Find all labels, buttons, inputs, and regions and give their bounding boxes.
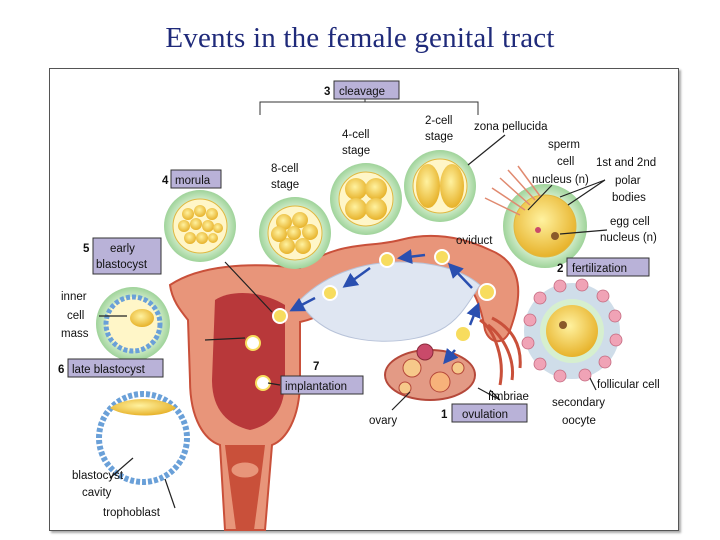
leader-lines (99, 134, 608, 509)
stage-cleavage: 3 cleavage (324, 80, 400, 100)
stage-early-blastocyst: 5 early blastocyst (83, 237, 162, 275)
path-cells (245, 249, 496, 391)
eight-cell-label-1: 8-cell (271, 163, 298, 175)
stage-4-number: 4 (162, 175, 169, 187)
annotations: 2-cell stage 4-cell stage 8-cell stage z… (61, 115, 660, 519)
stage-implantation: 7 implantation (280, 361, 364, 395)
egg-nucleus-label-2: nucleus (n) (600, 232, 657, 244)
four-cell-label-1: 4-cell (342, 129, 369, 141)
stage-1-label: ovulation (462, 409, 508, 421)
inner-cell-mass-label-1: inner (61, 291, 87, 303)
sperm-label-2: cell (557, 156, 574, 168)
stage-7-number: 7 (313, 361, 319, 373)
inner-cell-mass-label-3: mass (61, 328, 89, 340)
secondary-oocyte-label-2: oocyte (562, 415, 596, 427)
stage-6-label: late blastocyst (72, 364, 146, 376)
zona-pellucida-label: zona pellucida (474, 121, 548, 133)
fimbriae-label: fimbriae (488, 391, 529, 403)
egg-nucleus-label-1: egg cell (610, 216, 650, 228)
fertilized-egg (484, 165, 587, 268)
stage-2-number: 2 (557, 263, 563, 275)
stage-6-number: 6 (58, 364, 64, 376)
stage-1-number: 1 (441, 409, 448, 421)
stage-fertilization: 2 fertilization (557, 257, 650, 277)
stage-2-label: fertilization (572, 263, 627, 275)
path-arrows (289, 249, 481, 365)
two-cell-label-1: 2-cell (425, 115, 452, 127)
sperm-label-3: nucleus (n) (532, 174, 589, 186)
late-blastocyst (96, 391, 190, 485)
follicular-cell-label: follicular cell (597, 379, 660, 391)
stage-morula: 4 morula (162, 169, 222, 189)
stage-5-label-line2: blastocyst (96, 259, 148, 271)
four-cell-label-2: stage (342, 145, 370, 157)
eight-cell-label-2: stage (271, 179, 299, 191)
blastocyst-cavity-label-1: blastocyst (72, 470, 124, 482)
polar-label-2: polar (615, 175, 641, 187)
secondary-oocyte (521, 278, 623, 383)
eight-cell-embryo (259, 197, 331, 269)
stage-3-label: cleavage (339, 86, 385, 98)
ovary (384, 343, 476, 401)
trophoblast-label: trophoblast (103, 507, 161, 519)
polar-label-1: 1st and 2nd (596, 157, 656, 169)
stage-ovulation: 1 ovulation (441, 403, 528, 423)
page-title: Events in the female genital tract (165, 22, 555, 54)
secondary-oocyte-label-1: secondary (552, 397, 605, 409)
two-cell-embryo (404, 150, 476, 222)
stage-5-number: 5 (83, 243, 90, 255)
morula-embryo (164, 190, 236, 262)
stage-late-blastocyst: 6 late blastocyst (58, 358, 164, 378)
stage-4-label: morula (175, 175, 211, 187)
ovary-label: ovary (369, 415, 397, 427)
stage-7-label: implantation (285, 381, 347, 393)
early-blastocyst (96, 287, 170, 361)
stage-3-number: 3 (324, 86, 330, 98)
oviduct-label: oviduct (456, 235, 493, 247)
blastocyst-cavity-label-2: cavity (82, 487, 112, 499)
two-cell-label-2: stage (425, 131, 453, 143)
polar-label-3: bodies (612, 192, 646, 204)
inner-cell-mass-label-2: cell (67, 310, 84, 322)
sperm-label-1: sperm (548, 139, 580, 151)
four-cell-embryo (330, 163, 402, 235)
stage-5-label-line1: early (110, 243, 135, 255)
